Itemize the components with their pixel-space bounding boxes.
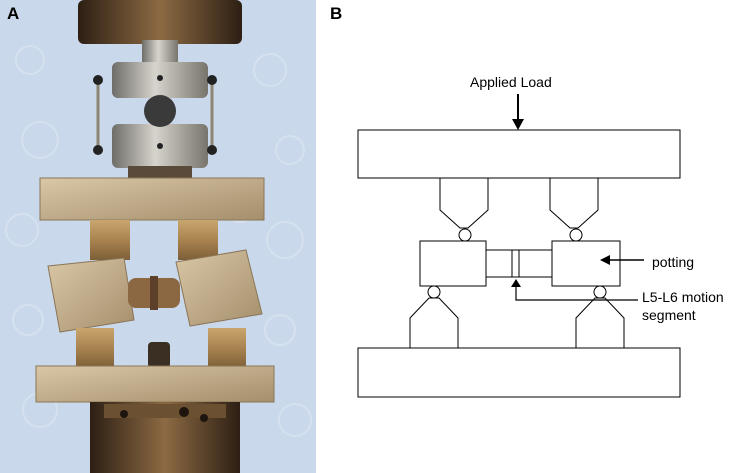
base-holes	[120, 407, 208, 422]
motion-segment-arrowhead	[511, 279, 521, 287]
joint-base	[128, 166, 192, 178]
lower-post-right	[208, 328, 246, 368]
lower-post-left	[76, 328, 114, 368]
spine-specimen	[128, 276, 180, 310]
actuator-base-plate	[104, 404, 226, 418]
potting-block-left	[47, 257, 135, 333]
joint-springs	[96, 80, 214, 150]
upper-cone-left	[439, 177, 489, 229]
photo-border-gap	[316, 0, 318, 473]
actuator-top	[78, 0, 242, 44]
center-pin	[148, 342, 170, 368]
lower-cone-right	[575, 297, 625, 349]
motion-segment-leader	[515, 281, 638, 301]
panel-label-b: B	[330, 4, 343, 23]
joint-ball	[144, 95, 176, 127]
upper-post-right	[178, 220, 218, 260]
top-beam	[357, 129, 681, 179]
applied-load-arrow	[512, 94, 524, 130]
potting-block-right	[175, 249, 263, 327]
joint-screws	[93, 75, 217, 155]
upper-beam	[39, 177, 265, 221]
upper-roller-left	[458, 228, 472, 242]
upper-post-left	[90, 220, 130, 260]
potting-block-left-diagram	[419, 240, 487, 287]
applied-load-label: Applied Load	[470, 74, 552, 90]
base-plate	[357, 347, 681, 398]
test-rig-photo	[0, 0, 318, 473]
potting-arrow	[600, 255, 644, 265]
upper-roller-right	[569, 228, 583, 242]
panel-label-a: A	[7, 4, 20, 23]
motion-segment-label-line2: segment	[642, 307, 696, 323]
lower-cone-left	[409, 297, 459, 349]
upper-cone-right	[549, 177, 599, 229]
lower-beam	[35, 365, 275, 403]
loading-schematic: Applied Load potting L5-L6 motion segmen…	[357, 74, 724, 398]
potting-label: potting	[652, 254, 694, 270]
lower-roller-right	[593, 285, 607, 299]
lower-roller-left	[427, 285, 441, 299]
motion-segment-label-line1: L5-L6 motion	[642, 289, 724, 305]
actuator-shaft	[142, 40, 178, 66]
